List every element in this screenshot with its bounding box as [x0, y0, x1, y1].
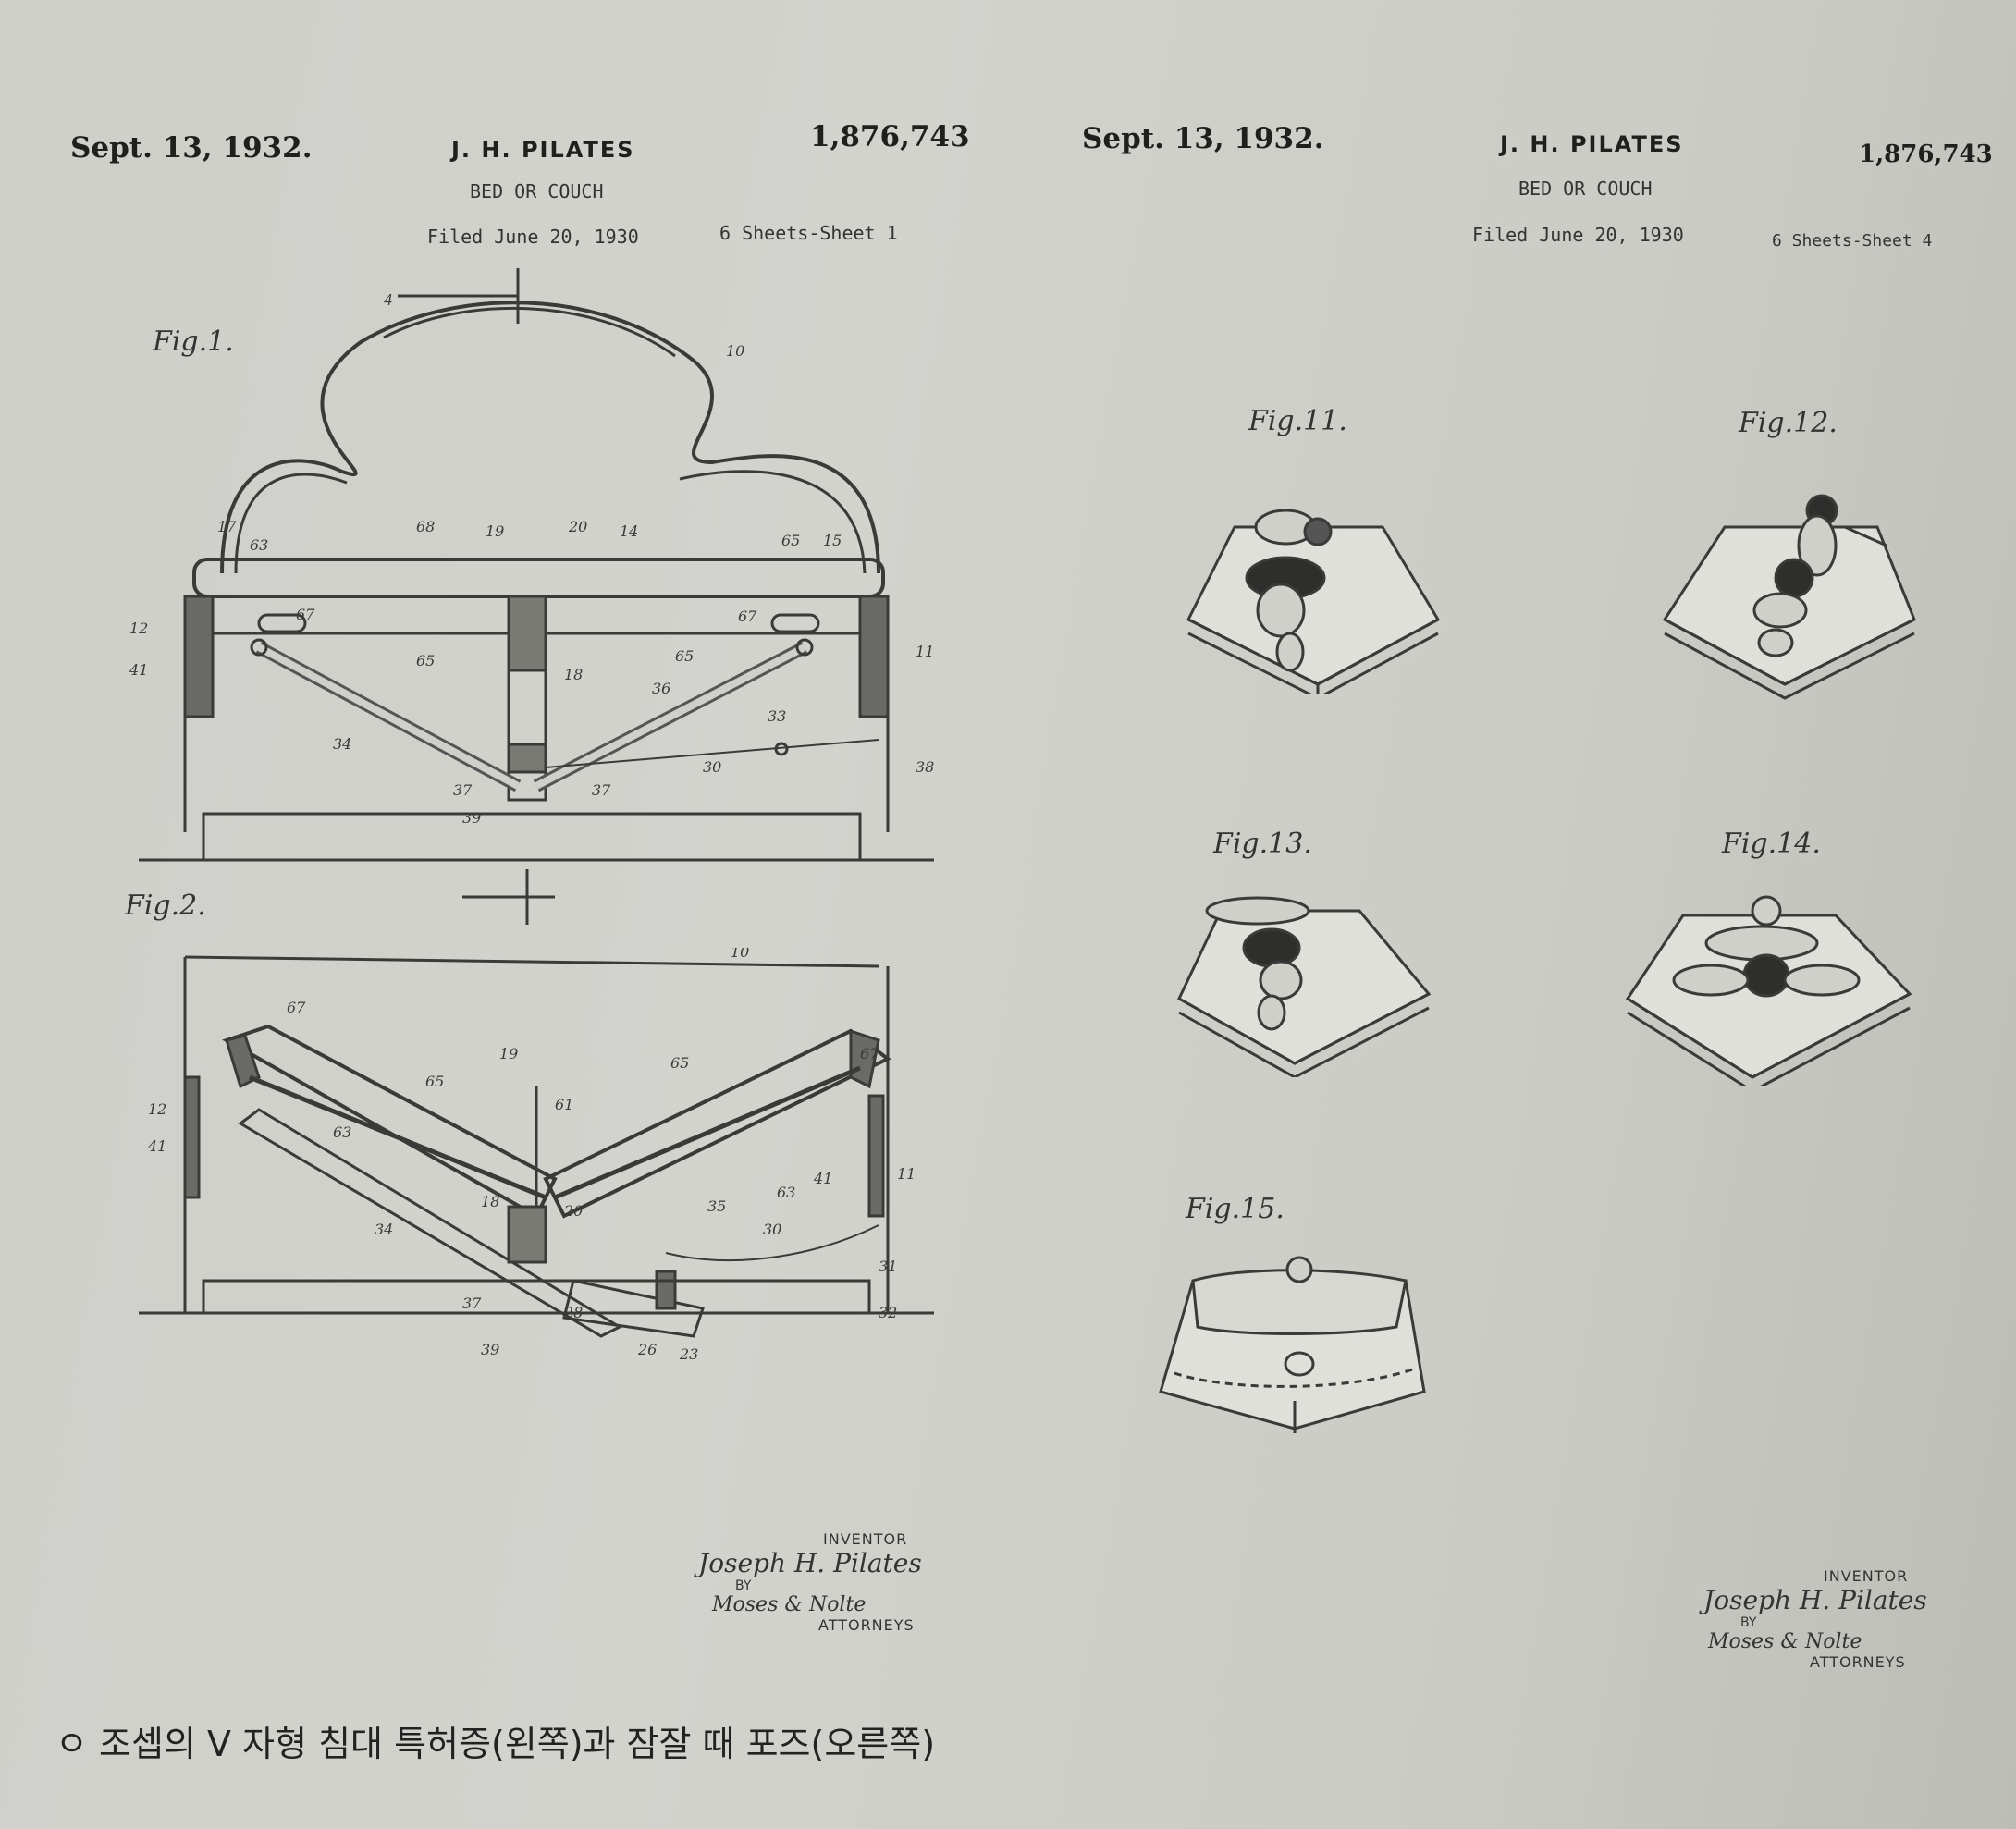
- svg-text:41: 41: [147, 1137, 166, 1155]
- svg-text:65: 65: [670, 1054, 689, 1072]
- patent-title: BED OR COUCH: [1518, 178, 1653, 200]
- svg-text:63: 63: [250, 536, 268, 554]
- inventor-name: J. H. PILATES: [1500, 131, 1684, 157]
- patent-date: Sept. 13, 1932.: [70, 131, 313, 165]
- svg-text:12: 12: [129, 620, 148, 637]
- svg-text:65: 65: [425, 1073, 444, 1090]
- svg-text:31: 31: [879, 1258, 897, 1275]
- svg-text:19: 19: [486, 522, 504, 540]
- svg-text:63: 63: [777, 1184, 795, 1201]
- svg-text:30: 30: [703, 758, 721, 776]
- svg-text:15: 15: [823, 532, 842, 549]
- svg-text:10: 10: [731, 948, 749, 961]
- fig-11-label: Fig.11.: [1248, 405, 1347, 437]
- svg-text:38: 38: [916, 758, 934, 776]
- svg-text:34: 34: [333, 735, 351, 753]
- left-signature-block: INVENTOR Joseph H. Pilates BY Moses & No…: [698, 1530, 922, 1634]
- svg-text:18: 18: [564, 666, 583, 683]
- svg-text:67: 67: [287, 999, 306, 1016]
- filed-date: Filed June 20, 1930: [427, 226, 639, 248]
- fig-14-label: Fig.14.: [1722, 828, 1821, 860]
- inventor-signature: Joseph H. Pilates: [1703, 1585, 1927, 1615]
- inventor-signature: Joseph H. Pilates: [698, 1548, 922, 1578]
- fig-15-sleeping-pose: [1159, 1256, 1426, 1433]
- svg-text:36: 36: [652, 680, 670, 697]
- svg-text:20: 20: [568, 518, 587, 535]
- svg-text:41: 41: [813, 1170, 832, 1187]
- right-signature-block: INVENTOR Joseph H. Pilates BY Moses & No…: [1703, 1567, 1927, 1671]
- inventor-tag: INVENTOR: [823, 1530, 908, 1548]
- svg-text:37: 37: [592, 781, 611, 799]
- svg-text:61: 61: [555, 1096, 573, 1113]
- svg-text:65: 65: [675, 647, 694, 665]
- filed-date: Filed June 20, 1930: [1472, 224, 1684, 246]
- sheet-count: 6 Sheets-Sheet 1: [719, 222, 898, 244]
- attorney-signature: Moses & Nolte: [1708, 1630, 1862, 1653]
- svg-text:67: 67: [738, 608, 757, 625]
- svg-text:67: 67: [860, 1045, 879, 1062]
- inventor-name: J. H. PILATES: [451, 137, 635, 163]
- svg-text:14: 14: [620, 522, 638, 540]
- svg-text:26: 26: [637, 1341, 657, 1358]
- left-patent-sheet: Sept. 13, 1932. J. H. PILATES BED OR COU…: [0, 0, 1008, 1664]
- svg-text:65: 65: [416, 652, 435, 669]
- svg-text:68: 68: [416, 518, 435, 535]
- svg-text:20: 20: [563, 1202, 583, 1220]
- fig-2-label: Fig.2.: [125, 890, 206, 922]
- svg-text:12: 12: [148, 1100, 166, 1118]
- svg-text:39: 39: [481, 1341, 499, 1358]
- fig-12-label: Fig.12.: [1739, 407, 1838, 439]
- svg-text:11: 11: [916, 643, 934, 660]
- patent-title: BED OR COUCH: [470, 180, 604, 203]
- svg-text:63: 63: [333, 1123, 351, 1141]
- svg-text:11: 11: [897, 1165, 916, 1183]
- svg-text:17: 17: [217, 518, 237, 535]
- right-patent-sheet: Sept. 13, 1932. J. H. PILATES BED OR COU…: [1008, 0, 2016, 1671]
- fig-15-label: Fig.15.: [1186, 1193, 1285, 1225]
- fig-1-label: Fig.1.: [153, 325, 234, 358]
- svg-text:37: 37: [462, 1295, 482, 1312]
- svg-text:28: 28: [563, 1304, 583, 1321]
- fig-14-sleeping-pose: [1625, 895, 1912, 1086]
- sheet-count: 6 Sheets-Sheet 4: [1772, 231, 1933, 251]
- svg-text:4: 4: [384, 290, 392, 309]
- photo-caption: ㅇ 조셉의 V 자형 침대 특허증(왼쪽)과 잠잘 때 포즈(오른쪽): [55, 1724, 936, 1764]
- svg-text:10: 10: [726, 342, 744, 360]
- by-label: BY: [735, 1578, 752, 1593]
- svg-text:19: 19: [499, 1045, 518, 1062]
- attorneys-tag: ATTORNEYS: [1810, 1653, 1906, 1671]
- svg-text:35: 35: [707, 1197, 726, 1215]
- fig-11-sleeping-pose: [1186, 509, 1441, 694]
- fig-1-bed-drawing: 4: [129, 268, 934, 925]
- patent-date: Sept. 13, 1932.: [1082, 122, 1324, 155]
- fig-2-v-bed-drawing: 67 65 19 65 67 12 41 11 63 63 41 61 35 34 18 20 30 3…: [139, 948, 934, 1363]
- fig-13-label: Fig.13.: [1213, 828, 1312, 860]
- svg-text:39: 39: [462, 809, 481, 827]
- patent-number: 1,876,743: [1859, 141, 1993, 168]
- svg-text:37: 37: [453, 781, 473, 799]
- svg-text:67: 67: [296, 606, 315, 623]
- fig-13-sleeping-pose: [1177, 896, 1432, 1077]
- by-label: BY: [1740, 1615, 1757, 1630]
- svg-text:23: 23: [679, 1345, 698, 1363]
- svg-text:18: 18: [481, 1193, 499, 1210]
- svg-text:65: 65: [781, 532, 800, 549]
- attorneys-tag: ATTORNEYS: [818, 1616, 915, 1634]
- patent-number: 1,876,743: [810, 120, 970, 153]
- svg-text:34: 34: [375, 1221, 393, 1238]
- fig-12-sleeping-pose: [1662, 494, 1916, 700]
- attorney-signature: Moses & Nolte: [712, 1593, 867, 1616]
- svg-text:33: 33: [768, 707, 786, 725]
- svg-text:41: 41: [129, 661, 148, 679]
- inventor-tag: INVENTOR: [1824, 1567, 1909, 1585]
- svg-text:32: 32: [879, 1304, 897, 1321]
- svg-text:30: 30: [763, 1221, 781, 1238]
